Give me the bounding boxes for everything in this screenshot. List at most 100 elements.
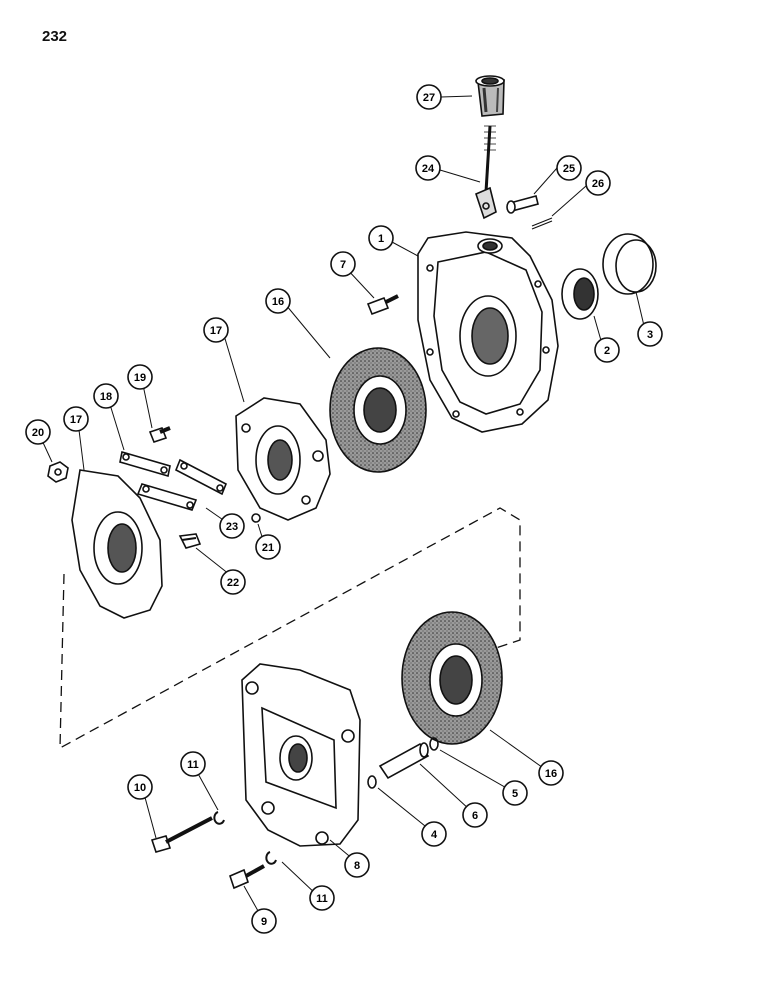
callout-label: 8 xyxy=(354,860,360,872)
callout-circle xyxy=(255,534,281,560)
part-pressure-plate xyxy=(235,397,331,521)
callout-circle xyxy=(368,225,394,251)
part-cotter-pin xyxy=(531,217,553,230)
part-washer-lower xyxy=(265,851,277,865)
part-rod-clevis xyxy=(475,125,497,220)
callout-circle xyxy=(330,251,356,277)
callout-label: 16 xyxy=(272,296,284,308)
callout-label: 11 xyxy=(316,893,328,905)
part-cover-plate xyxy=(241,663,361,847)
callout-circle xyxy=(265,288,291,314)
callout-label: 3 xyxy=(647,329,653,341)
callout-2: 2 xyxy=(594,337,620,363)
callout-20: 20 xyxy=(25,419,51,445)
part-oring-right xyxy=(429,737,439,751)
callout-circle xyxy=(344,852,370,878)
callout-label: 20 xyxy=(32,427,44,439)
callout-label: 26 xyxy=(592,178,604,190)
assembly-dashed-line xyxy=(59,507,521,750)
part-bushing xyxy=(475,75,505,117)
callout-circle xyxy=(219,513,245,539)
callout-11: 11 xyxy=(309,885,335,911)
callout-17: 17 xyxy=(63,406,89,432)
part-spring-clip xyxy=(178,533,202,549)
callout-23: 23 xyxy=(219,513,245,539)
callout-circle xyxy=(585,170,611,196)
part-bolt-19 xyxy=(148,426,171,443)
callout-17: 17 xyxy=(203,317,229,343)
callout-5: 5 xyxy=(502,780,528,806)
callout-label: 18 xyxy=(100,391,112,403)
part-bolt-9 xyxy=(229,864,265,890)
callout-circle xyxy=(421,821,447,847)
callout-19: 19 xyxy=(127,364,153,390)
callout-21: 21 xyxy=(255,534,281,560)
callout-16: 16 xyxy=(538,760,564,786)
callout-circle xyxy=(220,569,246,595)
callout-circle xyxy=(415,155,441,181)
part-link-lower xyxy=(136,483,198,511)
part-ring xyxy=(602,233,657,295)
callout-label: 6 xyxy=(472,810,478,822)
callout-11: 11 xyxy=(180,751,206,777)
callout-label: 9 xyxy=(261,916,267,928)
part-ball xyxy=(251,513,261,523)
part-pin xyxy=(506,195,539,214)
part-oring-left xyxy=(367,775,377,789)
callout-circle xyxy=(416,84,442,110)
callout-label: 10 xyxy=(134,782,146,794)
callout-circle xyxy=(93,383,119,409)
callout-6: 6 xyxy=(462,802,488,828)
part-backing-plate xyxy=(71,469,163,619)
callout-label: 27 xyxy=(423,92,435,104)
callout-label: 22 xyxy=(227,577,239,589)
callout-7: 7 xyxy=(330,251,356,277)
callout-circle xyxy=(25,419,51,445)
callout-label: 19 xyxy=(134,372,146,384)
callout-9: 9 xyxy=(251,908,277,934)
part-link-18 xyxy=(119,450,171,478)
callout-circle xyxy=(63,406,89,432)
callout-label: 25 xyxy=(563,163,575,175)
part-bolt-small xyxy=(366,294,399,316)
callout-1: 1 xyxy=(368,225,394,251)
callout-label: 16 xyxy=(545,768,557,780)
part-housing xyxy=(417,231,559,433)
callout-circle xyxy=(127,364,153,390)
callout-27: 27 xyxy=(416,84,442,110)
callout-22: 22 xyxy=(220,569,246,595)
callout-26: 26 xyxy=(585,170,611,196)
callout-circle xyxy=(203,317,229,343)
part-friction-disc-upper xyxy=(329,347,427,473)
part-nut xyxy=(47,461,69,483)
part-friction-disc-lower xyxy=(401,611,503,745)
callout-circle xyxy=(556,155,582,181)
callout-label: 4 xyxy=(431,829,438,841)
callout-label: 17 xyxy=(210,325,222,337)
part-long-bolt xyxy=(150,816,213,853)
callout-8: 8 xyxy=(344,852,370,878)
callout-circle xyxy=(502,780,528,806)
callout-circle xyxy=(251,908,277,934)
part-link-upper xyxy=(174,458,228,496)
callout-circle xyxy=(462,802,488,828)
callout-18: 18 xyxy=(93,383,119,409)
callout-4: 4 xyxy=(421,821,447,847)
part-washer-upper xyxy=(213,811,225,825)
part-shaft xyxy=(378,742,430,780)
callout-label: 11 xyxy=(187,759,199,771)
callout-label: 21 xyxy=(262,542,274,554)
callout-circle xyxy=(637,321,663,347)
callout-label: 2 xyxy=(604,345,610,357)
callout-label: 5 xyxy=(512,788,518,800)
callout-label: 24 xyxy=(422,163,435,175)
callout-label: 17 xyxy=(70,414,82,426)
callout-label: 7 xyxy=(340,259,346,271)
callout-24: 24 xyxy=(415,155,441,181)
callout-circle xyxy=(594,337,620,363)
callout-circle xyxy=(180,751,206,777)
callout-circle xyxy=(127,774,153,800)
callout-3: 3 xyxy=(637,321,663,347)
